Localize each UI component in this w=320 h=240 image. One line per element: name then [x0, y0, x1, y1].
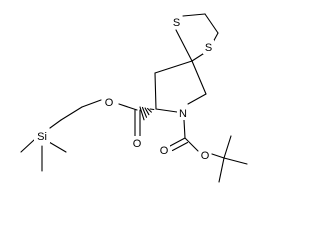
bond-ch2a-chiral — [154, 72, 157, 110]
atom-n-label: N — [179, 108, 187, 120]
atom-s1-label: S — [173, 17, 180, 29]
atom-o-ester-single-label: O — [105, 97, 114, 109]
bond-carbamate-c-o — [184, 137, 199, 152]
bond-c-c-dithiolane — [204, 13, 219, 34]
bond-ester-o-ch2 — [81, 99, 102, 108]
bond-tbu-me-up — [223, 135, 232, 159]
hashed-wedge-bond — [139, 106, 155, 121]
molecule-canvas: S S N O O O O Si — [20, 13, 248, 183]
bond-carbamate-double-a — [169, 137, 186, 147]
atom-labels: S S N O O O O Si — [34, 15, 214, 162]
atom-s1: S — [171, 15, 182, 29]
structure-diagram: S S N O O O O Si — [20, 13, 248, 183]
bond-n-ch2b — [187, 93, 207, 105]
bond-o-tbu — [211, 153, 225, 159]
bond-si-me-left — [20, 139, 35, 153]
atom-o-boc-single: O — [199, 148, 211, 162]
bond-ch2-si — [49, 119, 62, 129]
atom-s2-label: S — [205, 42, 212, 54]
bond-ester-c-o — [118, 103, 138, 111]
atom-si: Si — [34, 129, 50, 143]
bond-carbamate-double-b — [171, 141, 189, 152]
bond-ch2-ch2 — [60, 106, 83, 121]
atom-s2: S — [203, 40, 214, 54]
bond-n-carbamate-c — [183, 119, 186, 139]
atom-si-label: Si — [37, 131, 47, 143]
bond-s1-spiro — [175, 29, 193, 62]
bond-spiro-ch2a — [154, 60, 193, 74]
bond-si-me-right — [48, 141, 67, 153]
bonds — [20, 13, 248, 183]
bond-tbu-me-right — [223, 157, 248, 165]
bond-ch2b-spiro — [191, 60, 207, 95]
bond-tbu-me-down — [218, 157, 225, 183]
atom-o-boc-double-label: O — [160, 145, 169, 157]
bond-chiral-n — [155, 108, 178, 113]
atom-n: N — [177, 106, 189, 120]
bond-s1-c — [182, 13, 206, 17]
atom-o-ester-double: O — [131, 136, 143, 150]
atom-o-ester-double-label: O — [133, 138, 142, 150]
atom-o-boc-single-label: O — [201, 150, 210, 162]
atom-o-ester-single: O — [103, 95, 115, 109]
atom-o-boc-double: O — [158, 143, 170, 157]
